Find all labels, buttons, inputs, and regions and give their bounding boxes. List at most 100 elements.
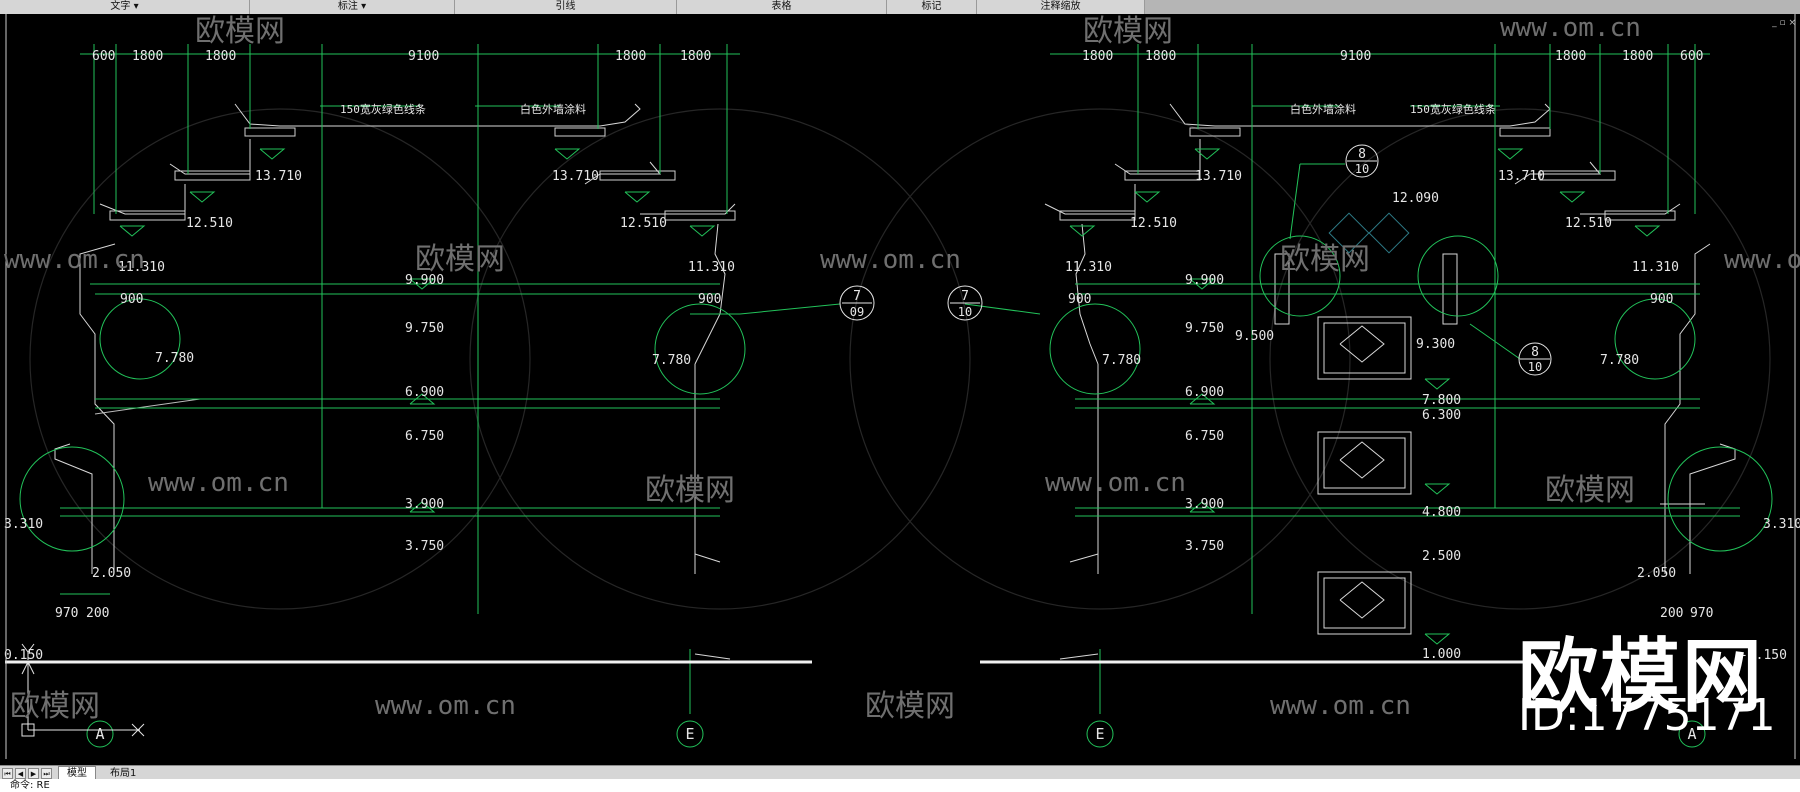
- svg-text:-0.150: -0.150: [1740, 648, 1787, 663]
- svg-text:1800: 1800: [132, 49, 163, 64]
- layout-tab-bar: ⏮ ◀ ▶ ⏭ 模型 布局1: [0, 765, 1800, 780]
- left-dim-ticks: [119, 148, 716, 513]
- svg-text:3.900: 3.900: [1185, 497, 1224, 512]
- svg-text:12.510: 12.510: [620, 216, 667, 231]
- svg-text:1800: 1800: [1622, 49, 1653, 64]
- svg-text:9.300: 9.300: [1416, 337, 1455, 352]
- first-tab-icon[interactable]: ⏮: [2, 767, 13, 779]
- markup-panel-button[interactable]: 标记: [887, 0, 977, 14]
- grid-axis-e-left[interactable]: E: [676, 720, 704, 748]
- svg-text:9100: 9100: [1340, 49, 1371, 64]
- svg-text:www.om.cn: www.om.cn: [375, 691, 516, 721]
- svg-text:900: 900: [698, 292, 721, 307]
- command-line[interactable]: 命令: RE: [0, 779, 1800, 792]
- prev-tab-icon[interactable]: ◀: [15, 767, 26, 779]
- svg-text:970: 970: [1690, 606, 1713, 621]
- svg-text:白色外墙涂料: 白色外墙涂料: [1290, 102, 1356, 116]
- left-green-lines: [19, 44, 841, 714]
- right-dim-ticks: [1069, 148, 1661, 645]
- detail-callout-8-10-top[interactable]: 8 10: [1345, 144, 1379, 178]
- grid-axis-e-right[interactable]: E: [1086, 720, 1114, 748]
- next-tab-icon[interactable]: ▶: [28, 767, 39, 779]
- svg-text:10: 10: [1528, 360, 1542, 374]
- svg-text:2.050: 2.050: [1637, 566, 1676, 581]
- left-dimension-labels: 600 1800 1800 9100 1800 1800 150宽灰绿色线条 白…: [4, 49, 735, 663]
- right-green-lines: [964, 44, 1773, 714]
- svg-text:13.710: 13.710: [255, 169, 302, 184]
- svg-text:www.om.cn: www.om.cn: [820, 245, 961, 275]
- svg-text:www.om.cn: www.om.cn: [1270, 691, 1411, 721]
- svg-text:150宽灰绿色线条: 150宽灰绿色线条: [1410, 102, 1496, 116]
- annotation-scale-panel-button[interactable]: 注释缩放: [977, 0, 1145, 14]
- last-tab-icon[interactable]: ⏭: [41, 767, 52, 779]
- svg-text:9.750: 9.750: [1185, 321, 1224, 336]
- svg-text:6.900: 6.900: [1185, 385, 1224, 400]
- tab-layout1[interactable]: 布局1: [110, 767, 137, 779]
- svg-text:7.780: 7.780: [1600, 353, 1639, 368]
- svg-text:600: 600: [92, 49, 115, 64]
- grid-axis-a-right[interactable]: A: [1678, 720, 1706, 748]
- svg-text:150宽灰绿色线条: 150宽灰绿色线条: [340, 102, 426, 116]
- svg-text:1.000: 1.000: [1422, 647, 1461, 662]
- left-elevation: [54, 103, 736, 660]
- svg-text:12.090: 12.090: [1392, 191, 1439, 206]
- svg-text:6.750: 6.750: [1185, 429, 1224, 444]
- svg-text:2.050: 2.050: [92, 566, 131, 581]
- grid-axis-a-left[interactable]: A: [86, 720, 114, 748]
- svg-text:600: 600: [1680, 49, 1703, 64]
- svg-text:欧模网: 欧模网: [865, 689, 955, 724]
- svg-text:9.500: 9.500: [1235, 329, 1274, 344]
- detail-callout-8-10-bottom[interactable]: 8 10: [1518, 342, 1552, 376]
- svg-text:11.310: 11.310: [118, 260, 165, 275]
- svg-text:10: 10: [1355, 162, 1369, 176]
- svg-text:10: 10: [958, 305, 972, 319]
- svg-text:1800: 1800: [205, 49, 236, 64]
- detail-callout-7-10[interactable]: 7 10: [947, 285, 983, 321]
- brand-watermark-id: ID:1775171: [1518, 690, 1776, 741]
- detail-callout-7-09[interactable]: 7 09: [839, 285, 875, 321]
- svg-text:E: E: [1095, 725, 1104, 743]
- tab-model[interactable]: 模型: [58, 766, 96, 780]
- svg-text:7.780: 7.780: [155, 351, 194, 366]
- svg-text:3.750: 3.750: [1185, 539, 1224, 554]
- svg-text:欧模网: 欧模网: [1280, 242, 1370, 277]
- svg-text:11.310: 11.310: [688, 260, 735, 275]
- svg-text:欧模网: 欧模网: [415, 242, 505, 277]
- svg-text:09: 09: [850, 305, 864, 319]
- dimension-panel-button[interactable]: 标注 ▾: [250, 0, 455, 14]
- svg-text:www.om.cn: www.om.cn: [1045, 468, 1186, 498]
- svg-text:12.510: 12.510: [186, 216, 233, 231]
- svg-text:1800: 1800: [1145, 49, 1176, 64]
- svg-text:11.310: 11.310: [1632, 260, 1679, 275]
- svg-text:欧模网: 欧模网: [10, 689, 100, 724]
- svg-text:7.780: 7.780: [1102, 353, 1141, 368]
- drawing-canvas[interactable]: 600 1800 1800 9100 1800 1800 150宽灰绿色线条 白…: [0, 14, 1800, 765]
- svg-text:1800: 1800: [615, 49, 646, 64]
- svg-text:6.900: 6.900: [405, 385, 444, 400]
- text-panel-button[interactable]: 文字 ▾: [0, 0, 250, 14]
- svg-text:0.150: 0.150: [4, 648, 43, 663]
- svg-text:1800: 1800: [1082, 49, 1113, 64]
- annotation-ribbon: 文字 ▾ 标注 ▾ 引线 表格 标记 注释缩放: [0, 0, 1800, 15]
- svg-text:欧模网: 欧模网: [1545, 473, 1635, 508]
- svg-text:7.780: 7.780: [652, 353, 691, 368]
- svg-text:3.900: 3.900: [405, 497, 444, 512]
- svg-text:3.750: 3.750: [405, 539, 444, 554]
- svg-text:11.310: 11.310: [1065, 260, 1112, 275]
- svg-text:900: 900: [120, 292, 143, 307]
- svg-text:1800: 1800: [1555, 49, 1586, 64]
- svg-text:www.om.cn: www.om.cn: [1500, 14, 1641, 43]
- brand-watermark-logo: 欧模网: [1518, 630, 1764, 723]
- svg-text:白色外墙涂料: 白色外墙涂料: [520, 102, 586, 116]
- leader-panel-button[interactable]: 引线: [455, 0, 677, 14]
- ucs-icon: [21, 643, 145, 737]
- ribbon-empty-area: [1145, 0, 1800, 14]
- viewport-controls[interactable]: _ ▫ ×: [1772, 18, 1796, 28]
- table-panel-button[interactable]: 表格: [677, 0, 887, 14]
- svg-text:900: 900: [1068, 292, 1091, 307]
- svg-text:www.om.cn: www.om.cn: [148, 468, 289, 498]
- cad-drawing[interactable]: 600 1800 1800 9100 1800 1800 150宽灰绿色线条 白…: [0, 14, 1800, 765]
- svg-text:200: 200: [86, 606, 109, 621]
- svg-text:8: 8: [1531, 345, 1539, 360]
- svg-text:6.750: 6.750: [405, 429, 444, 444]
